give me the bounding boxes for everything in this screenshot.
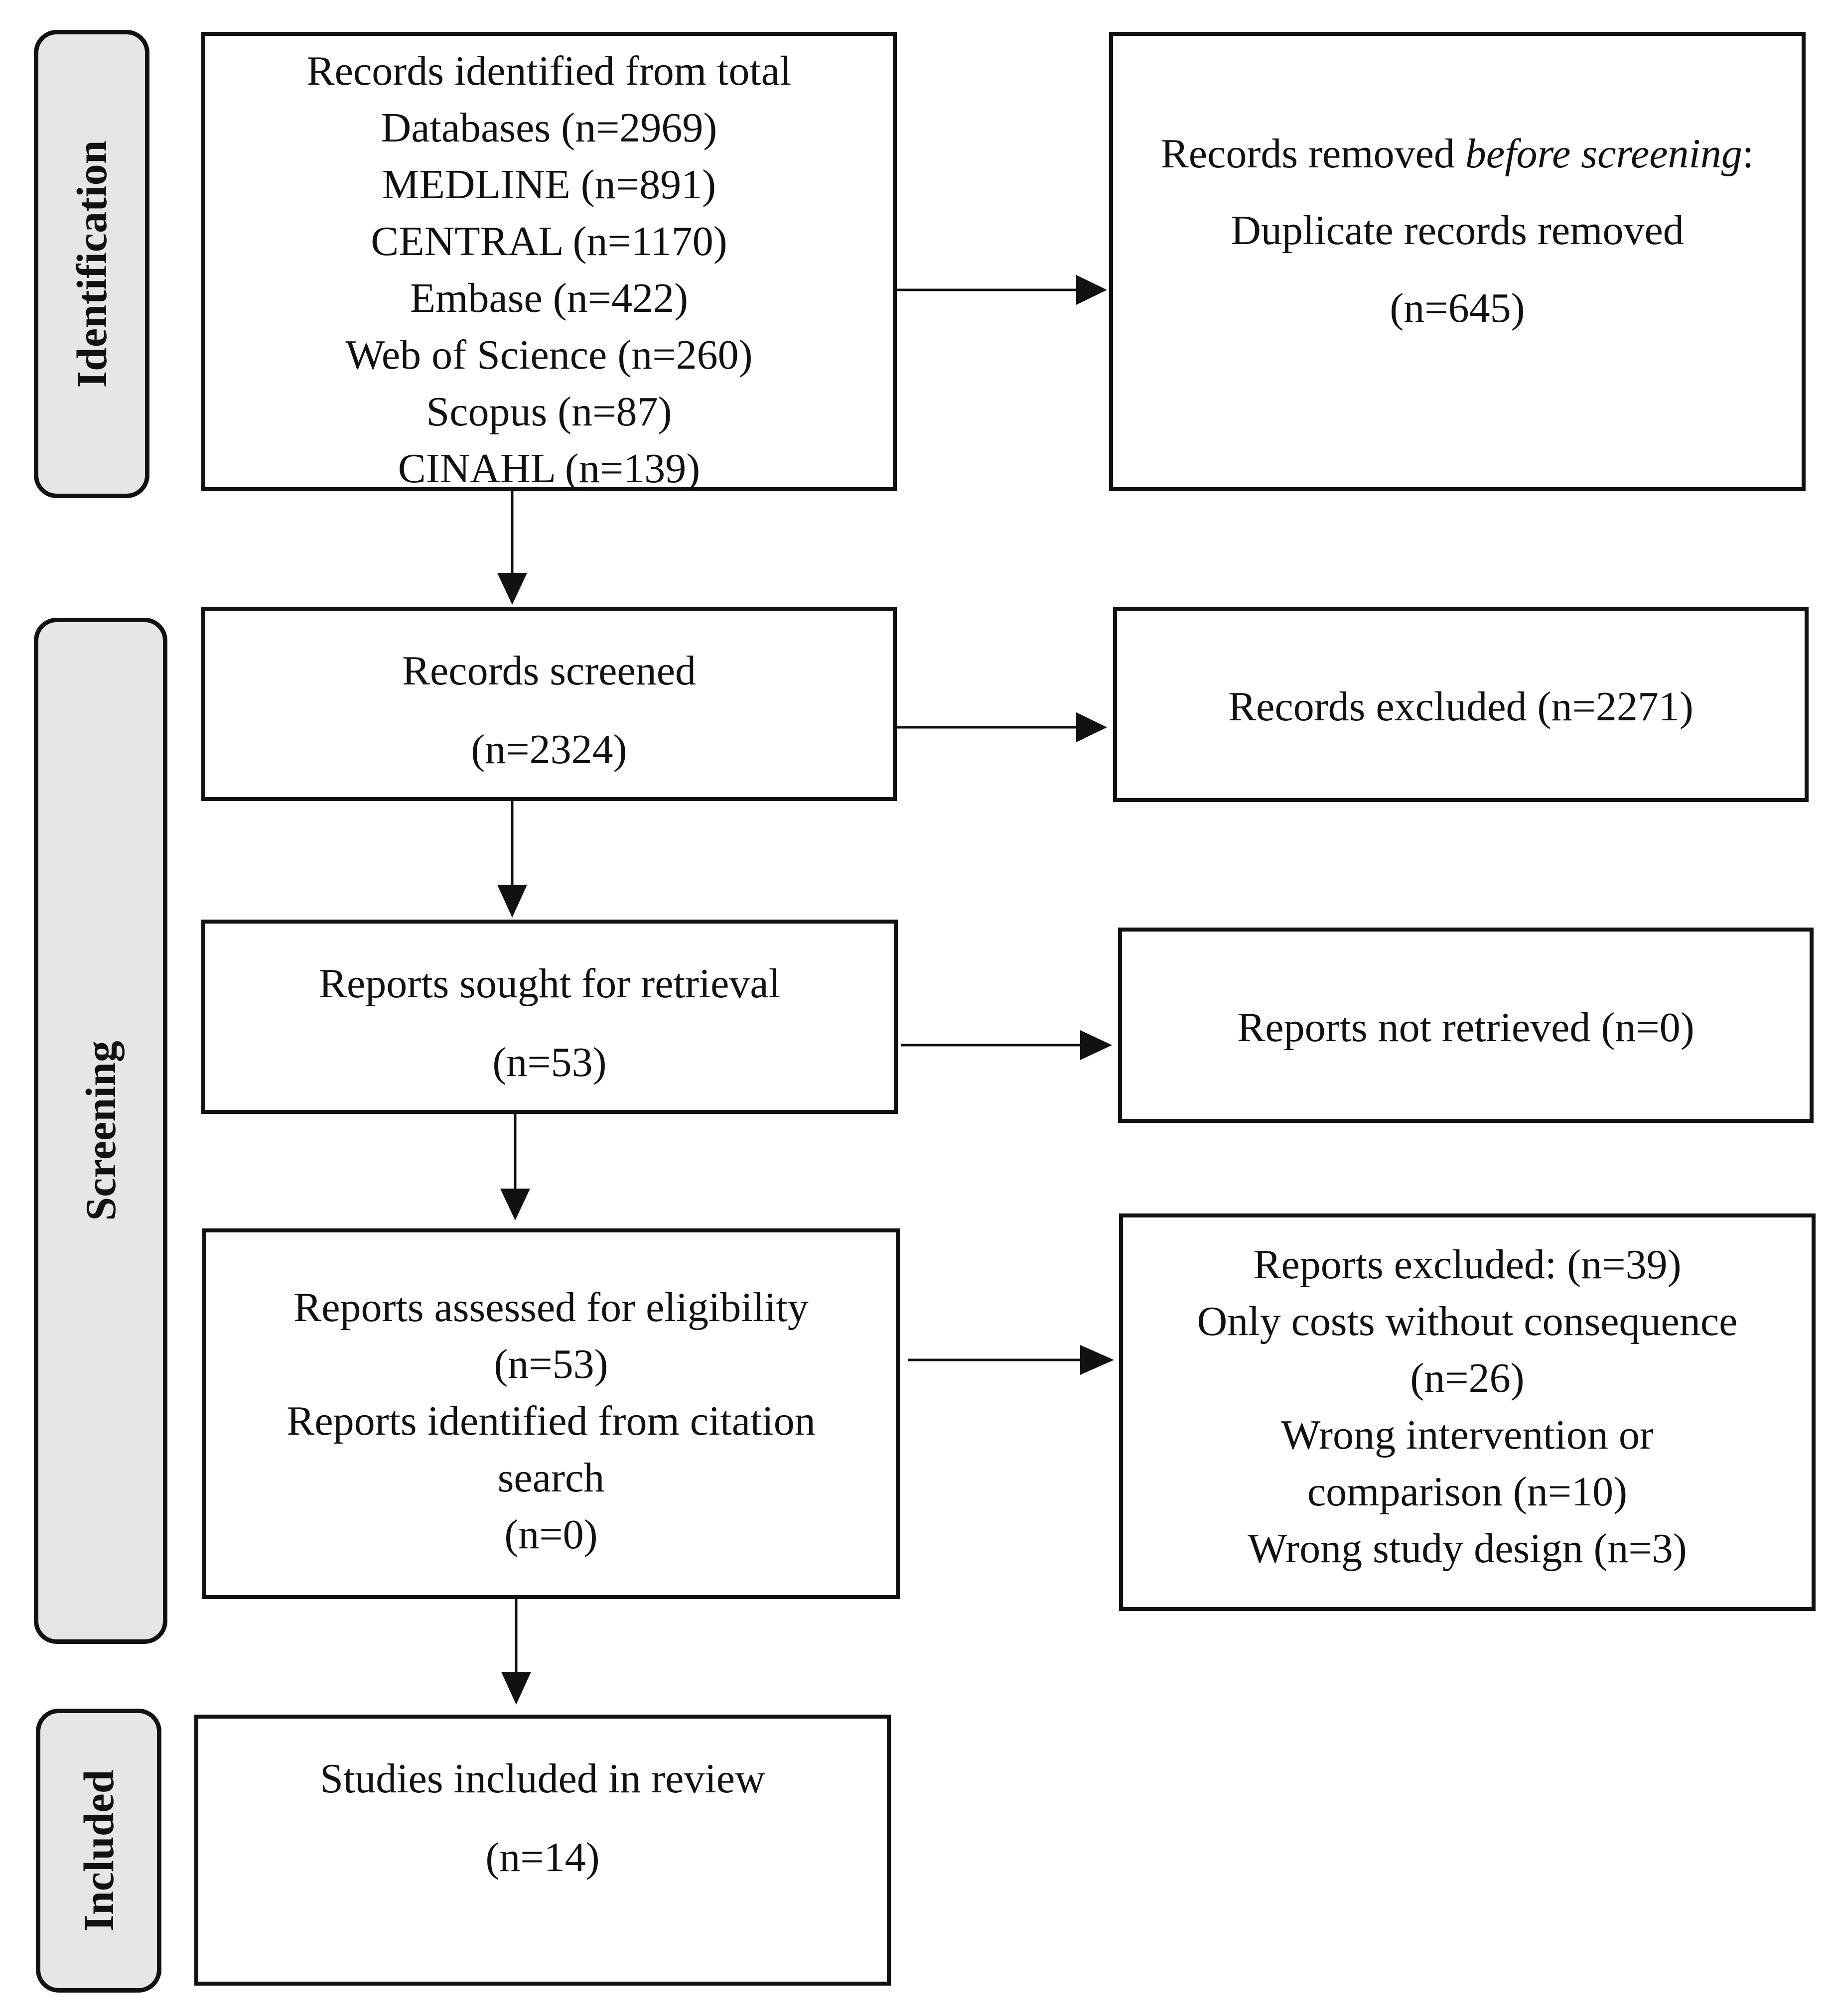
removed-line-1: Duplicate records removed bbox=[1231, 207, 1684, 254]
not-retrieved-line-1: Reports not retrieved (n=0) bbox=[1237, 1004, 1694, 1051]
phase-screening: Screening bbox=[34, 618, 167, 1644]
removed-line-2: (n=645) bbox=[1390, 285, 1525, 331]
identified-line-2: Databases (n=2969) bbox=[381, 105, 717, 151]
removed-heading-prefix: Records removed bbox=[1160, 131, 1465, 177]
screened-line-1: Records screened bbox=[402, 648, 697, 694]
assessed-line-1: Reports assessed for eligibility bbox=[293, 1284, 809, 1331]
reports-excluded-line-2: Only costs without consequence bbox=[1197, 1298, 1738, 1344]
identified-line-1: Records identified from total bbox=[306, 48, 792, 94]
assessed-line-2: (n=53) bbox=[494, 1341, 608, 1387]
reports-excluded-line-6: Wrong study design (n=3) bbox=[1248, 1525, 1687, 1572]
identified-line-7: Scopus (n=87) bbox=[426, 389, 672, 435]
screened-line-2: (n=2324) bbox=[471, 726, 627, 773]
sought-line-2: (n=53) bbox=[492, 1039, 607, 1085]
box-studies-included: Studies included in review (n=14) bbox=[194, 1715, 891, 1986]
identified-line-8: CINAHL (n=139) bbox=[398, 445, 701, 492]
removed-heading-suffix: : bbox=[1742, 131, 1754, 177]
box-records-removed: Records removed before screening: Duplic… bbox=[1109, 32, 1806, 491]
box-records-identified: Records identified from total Databases … bbox=[201, 32, 897, 492]
reports-excluded-line-5: comparison (n=10) bbox=[1307, 1469, 1628, 1515]
assessed-line-4: search bbox=[497, 1455, 605, 1501]
identified-line-3: MEDLINE (n=891) bbox=[382, 161, 716, 208]
reports-excluded-line-4: Wrong intervention or bbox=[1281, 1412, 1654, 1458]
reports-excluded-line-3: (n=26) bbox=[1410, 1355, 1525, 1401]
identified-line-6: Web of Science (n=260) bbox=[345, 332, 753, 378]
assessed-line-5: (n=0) bbox=[504, 1511, 598, 1558]
removed-heading: Records removed before screening: bbox=[1113, 126, 1802, 182]
assessed-line-3: Reports identified from citation bbox=[286, 1398, 816, 1444]
included-line-1: Studies included in review bbox=[320, 1755, 765, 1802]
included-line-2: (n=14) bbox=[485, 1834, 600, 1881]
identified-line-5: Embase (n=422) bbox=[410, 275, 689, 321]
box-records-screened: Records screened (n=2324) bbox=[201, 607, 897, 801]
removed-heading-italic: before screening bbox=[1465, 131, 1742, 177]
box-reports-sought: Reports sought for retrieval (n=53) bbox=[201, 920, 898, 1114]
box-reports-not-retrieved: Reports not retrieved (n=0) bbox=[1118, 928, 1814, 1123]
excluded-line-1: Records excluded (n=2271) bbox=[1228, 683, 1693, 730]
box-reports-assessed: Reports assessed for eligibility (n=53) … bbox=[202, 1228, 900, 1599]
box-records-excluded: Records excluded (n=2271) bbox=[1113, 607, 1809, 802]
phase-identification: Identification bbox=[34, 30, 149, 498]
phase-included: Included bbox=[36, 1709, 161, 1993]
sought-line-1: Reports sought for retrieval bbox=[318, 960, 781, 1007]
reports-excluded-line-1: Reports excluded: (n=39) bbox=[1253, 1241, 1682, 1288]
identified-line-4: CENTRAL (n=1170) bbox=[371, 218, 727, 265]
box-reports-excluded: Reports excluded: (n=39) Only costs with… bbox=[1119, 1213, 1816, 1611]
